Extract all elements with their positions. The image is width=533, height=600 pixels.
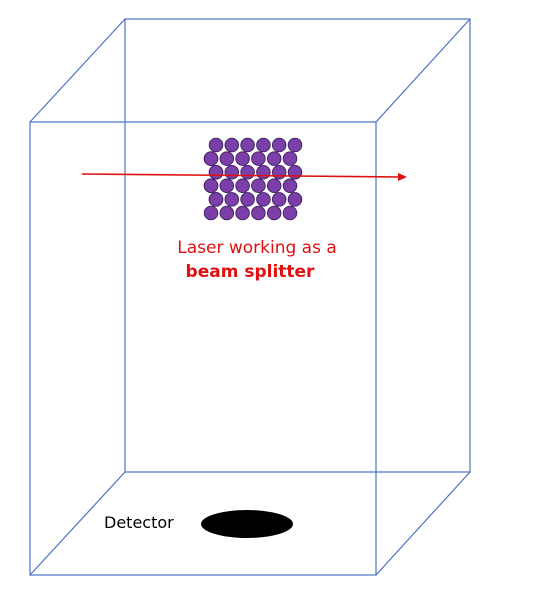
- atom: [256, 192, 271, 207]
- atom: [266, 205, 282, 221]
- atom: [282, 151, 298, 166]
- atom: [203, 178, 219, 194]
- atom: [240, 137, 255, 153]
- atom: [271, 192, 287, 207]
- atom: [224, 192, 240, 207]
- atom: [287, 192, 303, 207]
- atom: [266, 151, 282, 166]
- atom: [240, 192, 255, 207]
- detector-label: Detector: [104, 513, 174, 532]
- atom: [251, 205, 266, 221]
- atom: [203, 151, 219, 166]
- atom: [224, 137, 240, 153]
- atom: [287, 164, 303, 180]
- atom: [240, 164, 255, 180]
- atom: [224, 164, 240, 180]
- laser-beam: [81, 173, 407, 181]
- chamber-back-face: [124, 18, 471, 473]
- laser-label-line1: Laser working as a: [177, 238, 337, 258]
- atom-cloud: [203, 137, 303, 221]
- atom: [219, 178, 235, 194]
- atom: [256, 137, 271, 153]
- atom: [251, 151, 266, 166]
- detector-disk: [201, 510, 293, 538]
- chamber-edge-bottom-left: [29, 471, 126, 576]
- laser-label-line2: beam splitter: [186, 262, 316, 282]
- atom: [256, 164, 271, 180]
- atom: [235, 178, 250, 194]
- chamber-front-face: [29, 121, 377, 576]
- atom: [235, 205, 250, 221]
- laser-beam-line: [81, 173, 401, 178]
- atom: [203, 205, 219, 221]
- atom: [287, 137, 303, 153]
- atom: [219, 205, 235, 221]
- atom: [208, 164, 224, 180]
- atom: [271, 164, 287, 180]
- atom: [219, 151, 235, 166]
- chamber-box: [29, 18, 471, 576]
- chamber-edge-bottom-right: [375, 471, 471, 576]
- atom: [266, 178, 282, 194]
- atom: [208, 192, 224, 207]
- chamber-edge-top-right: [375, 18, 471, 123]
- atom: [235, 151, 250, 166]
- atom: [251, 178, 266, 194]
- laser-arrowhead: [398, 173, 407, 181]
- atom: [282, 178, 298, 194]
- atom: [282, 205, 298, 221]
- atom: [208, 137, 224, 153]
- chamber-edge-top-left: [29, 18, 126, 123]
- atom: [271, 137, 287, 153]
